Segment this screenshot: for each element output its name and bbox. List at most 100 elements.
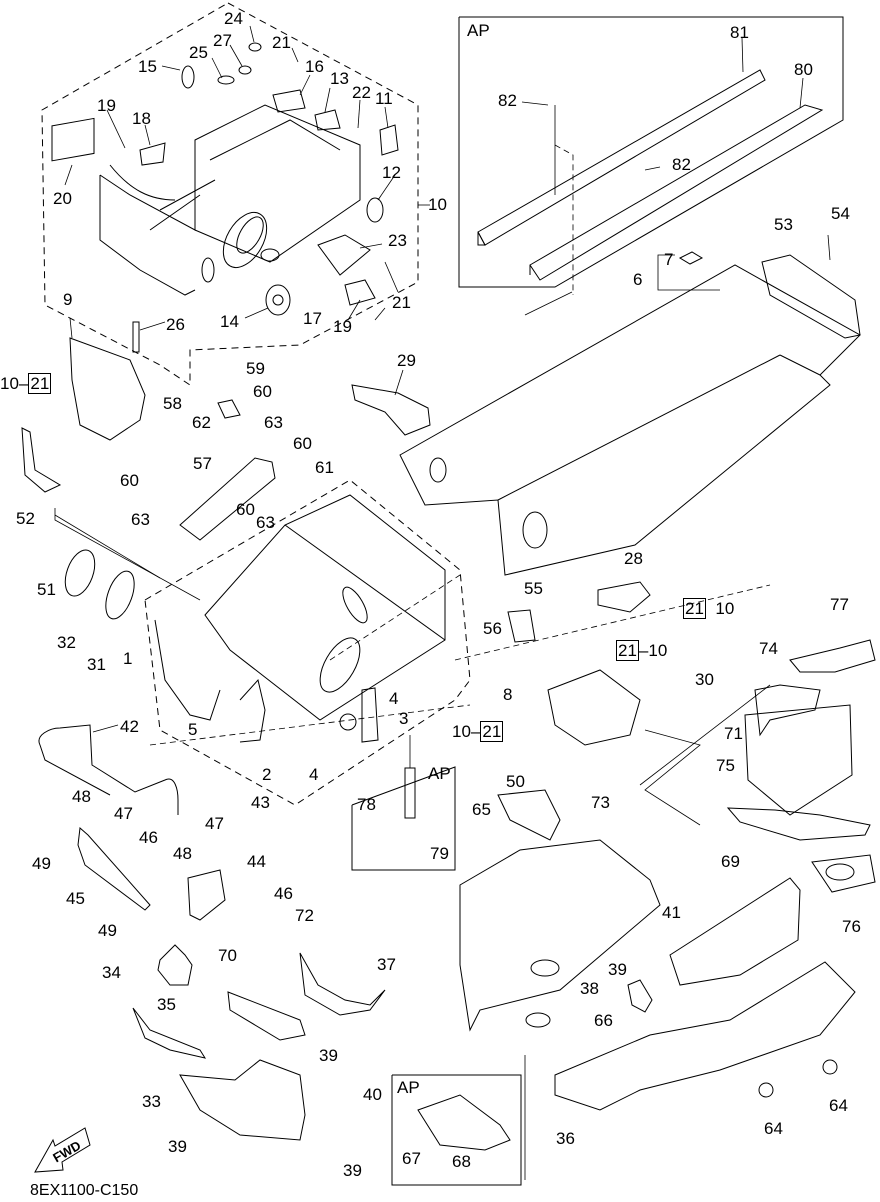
callout-69[interactable]: 69 xyxy=(721,852,740,871)
callout-77[interactable]: 77 xyxy=(830,595,849,614)
callout-33[interactable]: 33 xyxy=(142,1092,161,1111)
callout-21[interactable]: 21 xyxy=(272,33,291,52)
callout-63[interactable]: 63 xyxy=(256,513,275,532)
callout-60[interactable]: 60 xyxy=(253,382,272,401)
callout-21[interactable]: 21 xyxy=(392,293,411,312)
callout-37[interactable]: 37 xyxy=(377,955,396,974)
assembly-ref-10-21-c[interactable]: 10–21 xyxy=(452,721,504,742)
callout-4[interactable]: 4 xyxy=(389,689,399,708)
callout-60[interactable]: 60 xyxy=(236,500,255,519)
callout-76[interactable]: 76 xyxy=(842,917,861,936)
callout-14[interactable]: 14 xyxy=(220,312,239,331)
assembly-ref-21-10-b[interactable]: 21–10 xyxy=(616,640,668,661)
callout-39[interactable]: 39 xyxy=(343,1161,362,1180)
callout-57[interactable]: 57 xyxy=(193,454,212,473)
callout-45[interactable]: 45 xyxy=(66,889,85,908)
callout-60[interactable]: 60 xyxy=(120,471,139,490)
callout-61[interactable]: 61 xyxy=(315,458,334,477)
callout-31[interactable]: 31 xyxy=(87,655,106,674)
callout-10[interactable]: 10 xyxy=(428,195,447,214)
callout-1[interactable]: 1 xyxy=(123,649,133,668)
callout-71[interactable]: 71 xyxy=(724,724,743,743)
callout-82[interactable]: 82 xyxy=(498,91,517,110)
assembly-ref-21-10-a[interactable]: 21 10 xyxy=(683,598,735,619)
callout-51[interactable]: 51 xyxy=(37,580,56,599)
callout-19[interactable]: 19 xyxy=(333,317,352,336)
callout-64[interactable]: 64 xyxy=(829,1096,848,1115)
callout-44[interactable]: 44 xyxy=(247,852,266,871)
callout-29[interactable]: 29 xyxy=(397,351,416,370)
callout-42[interactable]: 42 xyxy=(120,717,139,736)
callout-39[interactable]: 39 xyxy=(319,1046,338,1065)
callout-12[interactable]: 12 xyxy=(382,163,401,182)
callout-49[interactable]: 49 xyxy=(98,921,117,940)
callout-56[interactable]: 56 xyxy=(483,619,502,638)
callout-2[interactable]: 2 xyxy=(262,765,272,784)
callout-43[interactable]: 43 xyxy=(251,793,270,812)
callout-32[interactable]: 32 xyxy=(57,633,76,652)
callout-3[interactable]: 3 xyxy=(399,709,409,728)
callout-11[interactable]: 11 xyxy=(375,89,393,108)
callout-24[interactable]: 24 xyxy=(224,9,243,28)
callout-62[interactable]: 62 xyxy=(192,413,211,432)
callout-22[interactable]: 22 xyxy=(352,83,371,102)
callout-46[interactable]: 46 xyxy=(274,884,293,903)
callout-52[interactable]: 52 xyxy=(16,509,35,528)
callout-68[interactable]: 68 xyxy=(452,1152,471,1171)
callout-48[interactable]: 48 xyxy=(72,787,91,806)
callout-36[interactable]: 36 xyxy=(556,1129,575,1148)
callout-48[interactable]: 48 xyxy=(173,844,192,863)
callout-17[interactable]: 17 xyxy=(303,309,322,328)
callout-5[interactable]: 5 xyxy=(188,720,198,739)
callout-34[interactable]: 34 xyxy=(102,963,121,982)
callout-30[interactable]: 30 xyxy=(695,670,714,689)
callout-64[interactable]: 64 xyxy=(764,1119,783,1138)
callout-4[interactable]: 4 xyxy=(309,765,319,784)
callout-50[interactable]: 50 xyxy=(506,772,525,791)
callout-13[interactable]: 13 xyxy=(330,69,349,88)
callout-46[interactable]: 46 xyxy=(139,828,158,847)
callout-59[interactable]: 59 xyxy=(246,359,265,378)
callout-35[interactable]: 35 xyxy=(157,995,176,1014)
callout-49[interactable]: 49 xyxy=(32,854,51,873)
callout-18[interactable]: 18 xyxy=(132,109,151,128)
callout-6[interactable]: 6 xyxy=(633,270,643,289)
callout-41[interactable]: 41 xyxy=(662,903,681,922)
callout-53[interactable]: 53 xyxy=(774,215,793,234)
callout-25[interactable]: 25 xyxy=(189,43,208,62)
callout-26[interactable]: 26 xyxy=(166,315,185,334)
callout-38[interactable]: 38 xyxy=(580,979,599,998)
callout-78[interactable]: 78 xyxy=(357,795,376,814)
assembly-ref-10-21[interactable]: 10–21 xyxy=(0,373,52,394)
callout-79[interactable]: 79 xyxy=(430,844,449,863)
callout-47[interactable]: 47 xyxy=(114,804,133,823)
callout-8[interactable]: 8 xyxy=(503,685,513,704)
callout-39[interactable]: 39 xyxy=(168,1137,187,1156)
callout-27[interactable]: 27 xyxy=(213,31,232,50)
callout-66[interactable]: 66 xyxy=(594,1011,613,1030)
callout-60[interactable]: 60 xyxy=(293,434,312,453)
callout-67[interactable]: 67 xyxy=(402,1149,421,1168)
callout-54[interactable]: 54 xyxy=(831,204,850,223)
callout-55[interactable]: 55 xyxy=(524,579,543,598)
callout-65[interactable]: 65 xyxy=(472,800,491,819)
callout-16[interactable]: 16 xyxy=(305,57,324,76)
callout-72[interactable]: 72 xyxy=(295,906,314,925)
callout-23[interactable]: 23 xyxy=(388,231,407,250)
callout-81[interactable]: 81 xyxy=(730,23,749,42)
callout-47[interactable]: 47 xyxy=(205,814,224,833)
callout-40[interactable]: 40 xyxy=(363,1085,382,1104)
callout-63[interactable]: 63 xyxy=(131,510,150,529)
callout-73[interactable]: 73 xyxy=(591,793,610,812)
callout-15[interactable]: 15 xyxy=(138,57,157,76)
callout-20[interactable]: 20 xyxy=(53,189,72,208)
callout-63[interactable]: 63 xyxy=(264,413,283,432)
callout-19[interactable]: 19 xyxy=(97,96,116,115)
callout-39[interactable]: 39 xyxy=(608,960,627,979)
callout-80[interactable]: 80 xyxy=(794,60,813,79)
callout-70[interactable]: 70 xyxy=(218,946,237,965)
callout-74[interactable]: 74 xyxy=(759,639,778,658)
callout-82[interactable]: 82 xyxy=(672,155,691,174)
callout-9[interactable]: 9 xyxy=(63,290,73,309)
callout-7[interactable]: 7 xyxy=(664,250,674,269)
